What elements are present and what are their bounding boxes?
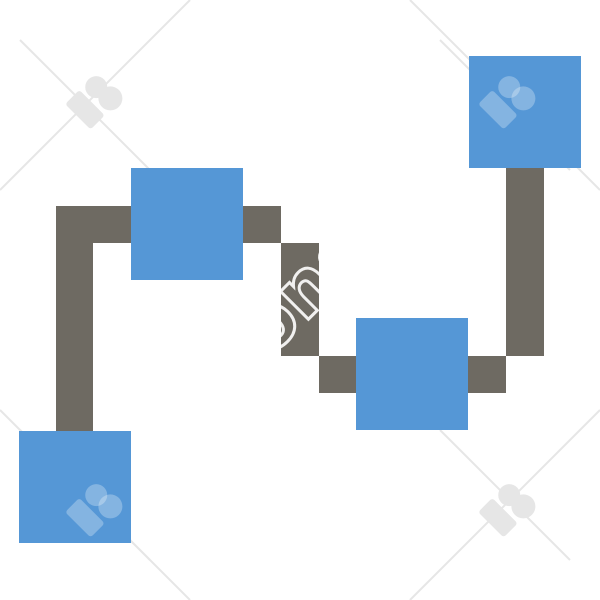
watermark-logo-mark	[479, 499, 517, 537]
watermark-logo-mark	[511, 494, 536, 519]
watermark-overlay-logo	[66, 484, 123, 537]
connector-segment	[281, 243, 319, 356]
watermark-logo-mark	[98, 86, 123, 111]
node-square	[469, 56, 581, 168]
node-square	[131, 168, 243, 280]
connector-segment	[56, 206, 131, 243]
connector-segment	[468, 356, 506, 393]
node-square	[356, 318, 468, 430]
watermark-logo-bottom-right	[479, 484, 536, 537]
connector-segment	[506, 168, 544, 356]
connector-segment	[243, 206, 281, 243]
watermark-logo-mark	[85, 484, 108, 507]
watermark-logo-top-left	[66, 76, 123, 129]
watermark-overlay	[66, 76, 536, 537]
watermark-logo-mark	[511, 86, 536, 111]
watermark-overlay-logo	[479, 76, 536, 129]
node-square	[19, 431, 131, 543]
connector-segment	[319, 356, 357, 393]
watermark-logo-mark	[479, 91, 517, 129]
watermark-logo-mark	[98, 494, 123, 519]
connectors	[56, 168, 544, 433]
nodes	[19, 56, 581, 543]
connector-segment	[56, 243, 93, 433]
watermark-logo-mark	[66, 499, 104, 537]
watermark-logo-mark	[498, 76, 521, 99]
watermark-logo-mark	[66, 91, 104, 129]
